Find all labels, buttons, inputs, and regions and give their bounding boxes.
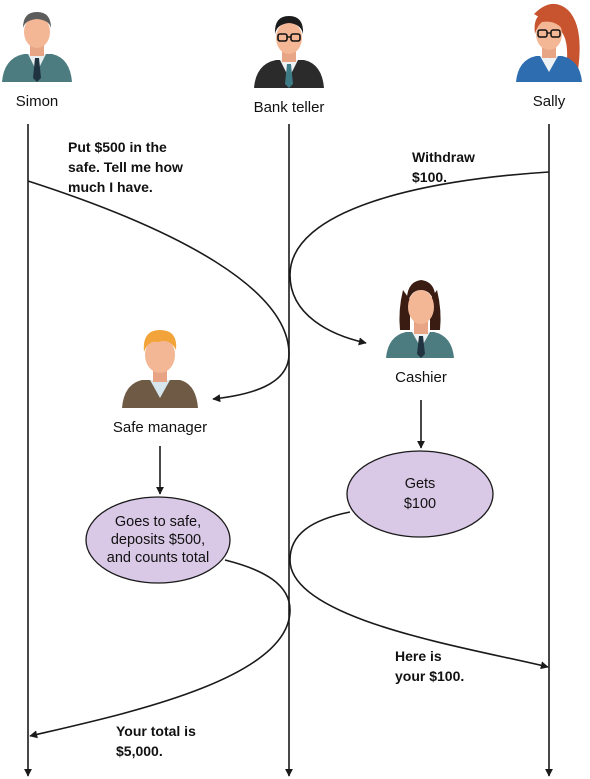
cashier-task-line-1: Gets (405, 476, 436, 492)
safe-task-line-3: and counts total (107, 550, 209, 566)
sally-label: Sally (533, 93, 566, 110)
simon-request-line-1: Put $500 in the (68, 139, 167, 155)
sally-to-cashier-arrow (289, 171, 550, 346)
safe-manager-label: Safe manager (113, 419, 207, 436)
sally-response-line-2: your $100. (395, 668, 464, 684)
sally-avatar (516, 3, 582, 82)
bank-teller-label: Bank teller (254, 99, 325, 116)
simon-request-line-3: much I have. (68, 179, 153, 195)
simon-label: Simon (16, 93, 59, 110)
cashier-label: Cashier (395, 369, 447, 386)
cashier-to-sally-arrow (289, 511, 549, 670)
simon-response-line-2: $5,000. (116, 743, 163, 759)
simon-to-safe-manager-arrow (27, 180, 290, 403)
cashier-avatar (386, 280, 454, 358)
sally-request-line-2: $100. (412, 169, 447, 185)
cashier-task-oval (346, 450, 494, 538)
safe-task-line-1: Goes to safe, (115, 514, 201, 530)
simon-avatar (2, 12, 72, 82)
simon-response-line-1: Your total is (116, 723, 196, 739)
safe-manager-avatar (122, 330, 198, 408)
cashier-task-line-2: $100 (404, 496, 436, 512)
safe-manager-to-simon-arrow (29, 559, 291, 739)
sally-response-line-1: Here is (395, 648, 442, 664)
safe-task-oval (85, 496, 231, 584)
bank-teller-avatar (254, 16, 324, 88)
simon-request-line-2: safe. Tell me how (68, 159, 183, 175)
sally-request-line-1: Withdraw (412, 149, 475, 165)
safe-task-line-2: deposits $500, (111, 532, 205, 548)
